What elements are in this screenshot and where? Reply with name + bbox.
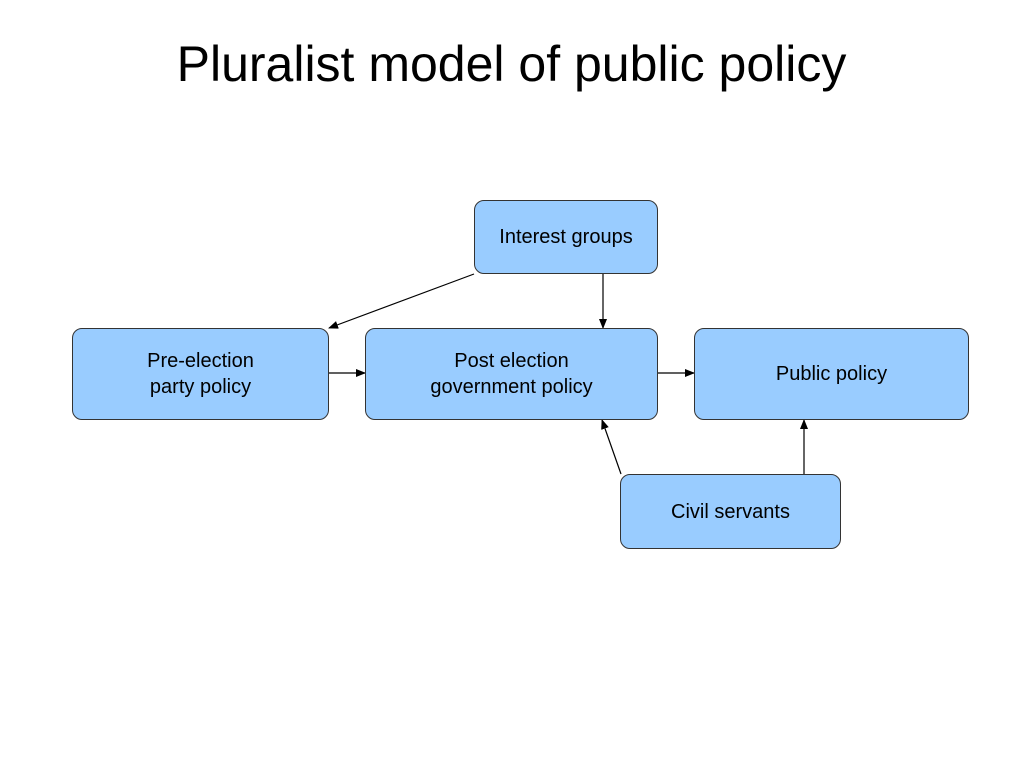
node-pre-election-party-policy-label: Pre-election party policy — [147, 350, 254, 398]
arrow-civil-servants-to-post-election — [601, 419, 622, 475]
node-civil-servants-label: Civil servants — [671, 500, 790, 523]
node-interest-groups-label: Interest groups — [499, 226, 633, 248]
node-civil-servants: Civil servants — [620, 474, 841, 549]
arrow-interest-to-pre-election — [328, 273, 475, 329]
node-interest-groups: Interest groups — [474, 200, 658, 274]
node-post-election-government-policy-label: Post election government policy — [430, 350, 593, 398]
node-public-policy: Public policy — [694, 328, 969, 420]
node-public-policy-label: Public policy — [775, 363, 888, 385]
node-post-election-government-policy: Post election government policy — [365, 328, 658, 420]
node-pre-election-party-policy: Pre-election party policy — [72, 328, 329, 420]
slide-title: Pluralist model of public policy — [176, 36, 847, 92]
